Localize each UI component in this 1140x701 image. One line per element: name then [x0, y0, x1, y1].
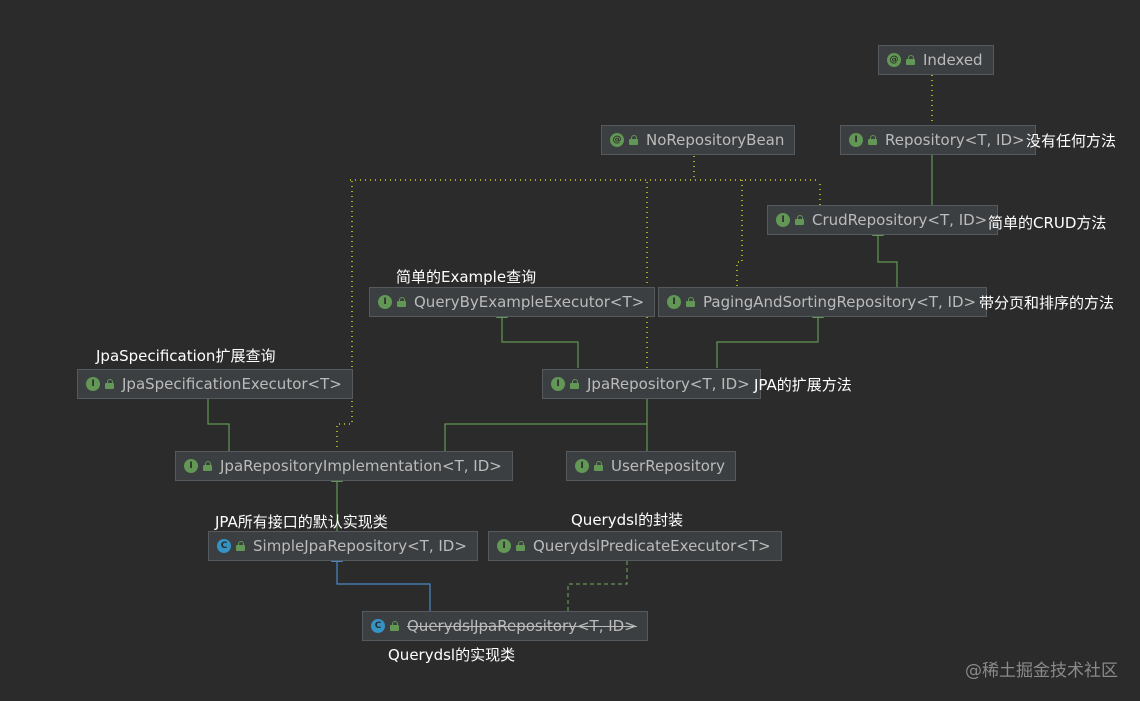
lock-icon [105, 379, 114, 389]
edge-paging-nrb [736, 180, 743, 286]
lock-icon [868, 135, 877, 145]
class-icon: C [217, 539, 231, 553]
lock-icon [594, 461, 603, 471]
note-crudrepository: 简单的CRUD方法 [988, 214, 1107, 232]
lock-icon [203, 461, 212, 471]
node-jpaspecificationexecutor[interactable]: I JpaSpecificationExecutor<T> [77, 369, 353, 399]
node-norepositorybean[interactable]: @ NoRepositoryBean [601, 125, 796, 155]
lock-icon [686, 297, 695, 307]
interface-icon: I [86, 377, 100, 391]
interface-icon: I [551, 377, 565, 391]
interface-icon: I [378, 295, 392, 309]
edge-jpaimpl-nrb [336, 180, 353, 452]
lock-icon [390, 621, 399, 631]
node-label: CrudRepository<T, ID> [812, 211, 988, 229]
lock-icon [516, 541, 525, 551]
edge-jpaimpl-jpaspec [202, 388, 230, 451]
node-label: Indexed [923, 51, 983, 69]
annotation-edges [336, 74, 933, 452]
note-jpaspecification: JpaSpecification扩展查询 [96, 347, 276, 365]
node-label: JpaRepository<T, ID> [587, 375, 750, 393]
node-crudrepository[interactable]: I CrudRepository<T, ID> [767, 205, 999, 235]
lock-icon [795, 215, 804, 225]
edge-querydsljpa-simple [331, 551, 431, 611]
note-querybyexample: 简单的Example查询 [396, 268, 537, 286]
edge-querydsljpa-querydslpredicate [567, 550, 633, 611]
node-querydsljparepository[interactable]: C QuerydslJpaRepository<T, ID> [362, 611, 648, 641]
node-querydslpredicateexecutor[interactable]: I QuerydslPredicateExecutor<T> [488, 531, 782, 561]
annotation-icon: @ [887, 53, 901, 67]
interface-icon: I [849, 133, 863, 147]
node-pagingandsortingrepository[interactable]: I PagingAndSortingRepository<T, ID> [658, 287, 988, 317]
node-label: JpaSpecificationExecutor<T> [122, 375, 342, 393]
lock-icon [570, 379, 579, 389]
node-label: UserRepository [611, 457, 725, 475]
edge-paging-crud [872, 225, 898, 287]
node-label: QuerydslPredicateExecutor<T> [533, 537, 771, 555]
node-repository[interactable]: I Repository<T, ID> [840, 125, 1036, 155]
note-repository: 没有任何方法 [1026, 132, 1117, 150]
note-paging: 带分页和排序的方法 [979, 294, 1115, 312]
node-label: QuerydslJpaRepository<T, ID> [407, 617, 637, 635]
interface-icon: I [667, 295, 681, 309]
lock-icon [236, 541, 245, 551]
node-indexed[interactable]: @ Indexed [878, 45, 994, 75]
lock-icon [629, 135, 638, 145]
edge-jpaimpl-jparepo [444, 423, 647, 451]
interface-icon: I [575, 459, 589, 473]
node-simplejparepository[interactable]: C SimpleJpaRepository<T, ID> [208, 531, 478, 561]
node-userrepository[interactable]: I UserRepository [566, 451, 736, 481]
edge-jparepo-qbe [496, 307, 579, 368]
interface-icon: I [184, 459, 198, 473]
note-simplejparepository: JPA所有接口的默认实现类 [215, 513, 388, 531]
note-querydslpredicate: Querydsl的封装 [571, 511, 684, 529]
interface-icon: I [497, 539, 511, 553]
node-jparepository[interactable]: I JpaRepository<T, ID> [542, 369, 761, 399]
extends-edges [202, 144, 938, 531]
node-label: PagingAndSortingRepository<T, ID> [703, 293, 977, 311]
note-querydsljparepository: Querydsl的实现类 [388, 646, 516, 664]
lock-icon [906, 55, 915, 65]
interface-icon: I [776, 213, 790, 227]
node-label: SimpleJpaRepository<T, ID> [253, 537, 467, 555]
note-jparepository: JPA的扩展方法 [754, 376, 852, 394]
class-icon: C [371, 619, 385, 633]
node-querybyexampleexecutor[interactable]: I QueryByExampleExecutor<T> [369, 287, 656, 317]
node-jparepositoryimplementation[interactable]: I JpaRepositoryImplementation<T, ID> [175, 451, 513, 481]
node-label: JpaRepositoryImplementation<T, ID> [220, 457, 502, 475]
annotation-icon: @ [610, 133, 624, 147]
node-label: Repository<T, ID> [885, 131, 1025, 149]
edge-jparepo-paging [716, 307, 824, 368]
node-label: NoRepositoryBean [646, 131, 785, 149]
watermark: @稀土掘金技术社区 [965, 661, 1118, 681]
node-label: QueryByExampleExecutor<T> [414, 293, 645, 311]
lock-icon [397, 297, 406, 307]
